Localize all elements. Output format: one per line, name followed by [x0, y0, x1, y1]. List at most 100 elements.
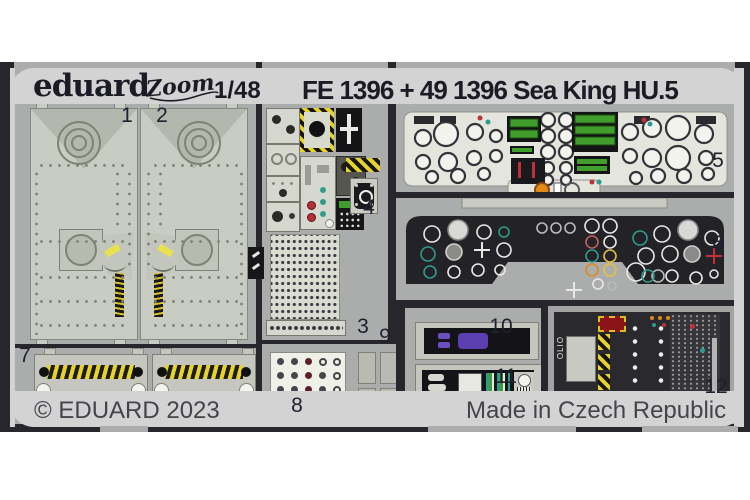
part-8-plate	[270, 352, 346, 396]
coaming-panel-svg	[406, 198, 724, 298]
pe-detail	[251, 250, 261, 259]
placard	[566, 336, 596, 382]
pe-detail	[71, 135, 87, 151]
pe-detail	[241, 367, 251, 377]
pe-detail	[355, 184, 358, 187]
header-band	[10, 68, 744, 104]
pe-detail	[642, 426, 738, 432]
pe-detail	[100, 426, 148, 432]
pe-detail	[157, 367, 167, 377]
rivet-column	[127, 169, 132, 269]
access-plate	[175, 229, 219, 271]
rivet-row	[37, 323, 129, 328]
scale-label: 1/48	[214, 77, 261, 104]
pe-detail	[309, 121, 325, 137]
pe-detail	[333, 358, 341, 366]
strip-10	[415, 322, 539, 360]
pe-detail	[517, 387, 531, 393]
pe-detail	[279, 189, 287, 197]
rivet-row	[149, 299, 241, 304]
teal-button	[320, 211, 326, 217]
trim-panel	[336, 108, 362, 152]
perforated-panel	[270, 234, 340, 320]
teal-button	[320, 187, 326, 193]
hazard-strip	[346, 158, 380, 172]
rivet-row	[37, 163, 129, 168]
white-button	[325, 219, 334, 228]
product-title: FE 1396 + 49 1396 Sea King HU.5	[302, 75, 679, 105]
rivet-column	[146, 169, 151, 269]
instrument-panel-svg	[403, 111, 728, 192]
left-rail	[10, 68, 15, 427]
pe-detail	[650, 316, 654, 320]
part-label-3: 3	[357, 315, 369, 338]
pe-detail	[291, 386, 298, 393]
photo-fret-5	[396, 62, 735, 192]
sonar-panel-1	[30, 108, 138, 340]
pe-detail	[652, 323, 656, 327]
pe-detail	[157, 244, 173, 258]
pe-detail	[319, 372, 326, 379]
pe-detail	[285, 153, 297, 165]
right-rail	[734, 68, 744, 427]
rivet-row	[37, 299, 129, 304]
pe-detail	[291, 358, 298, 365]
rivet-row	[37, 239, 129, 244]
instrument-box	[266, 108, 300, 144]
pe-detail	[428, 384, 446, 391]
pe-detail	[690, 324, 695, 329]
part-4-plate	[350, 178, 378, 214]
part-label-8: 8	[291, 394, 303, 417]
footer-band	[10, 391, 744, 427]
hazard-strip	[598, 334, 610, 350]
made-in-text: Made in Czech Republic	[466, 397, 727, 424]
part-label-9: 9	[379, 325, 391, 348]
pe-detail	[191, 135, 207, 151]
knob	[518, 374, 531, 387]
photo-fret-1-2	[14, 62, 256, 344]
rivet-row	[149, 163, 241, 168]
pe-detail	[39, 367, 49, 377]
pe-detail	[269, 181, 297, 186]
pe-detail	[152, 257, 174, 272]
pe-detail	[370, 203, 373, 206]
pe-detail	[424, 328, 530, 354]
rivet-column	[34, 169, 39, 335]
part-label-2: 2	[156, 104, 168, 127]
instrument-box	[266, 176, 300, 202]
pe-detail	[700, 348, 705, 353]
pe-detail	[272, 211, 283, 222]
part-9-bracket	[380, 352, 396, 384]
pe-detail	[319, 386, 326, 393]
pe-detail	[305, 165, 311, 185]
photo-fret-3	[262, 62, 388, 340]
pe-detail	[359, 190, 373, 204]
pe-detail	[305, 386, 312, 393]
pe-detail	[666, 316, 670, 320]
zoom-logo-text: Zoom	[144, 70, 216, 103]
copyright-text: © EDUARD 2023	[34, 397, 220, 424]
hazard-strip	[598, 374, 610, 390]
placard-text: OLIO	[556, 336, 565, 360]
pe-detail	[333, 372, 341, 380]
pe-detail	[251, 262, 261, 271]
keypad	[339, 211, 361, 227]
part-label-4: 4	[363, 196, 375, 219]
part-label-5: 5	[712, 149, 724, 172]
part-label-10: 10	[489, 315, 513, 338]
part-label-11: 11	[495, 365, 517, 388]
step-strip	[152, 354, 256, 398]
sonar-panel-2	[140, 108, 248, 340]
red-button	[307, 213, 316, 222]
pe-detail	[370, 184, 373, 187]
pe-detail	[104, 243, 121, 258]
purple-part	[458, 333, 488, 349]
step-strip	[34, 354, 148, 398]
pe-detail	[271, 153, 283, 165]
part-label-6: 6	[712, 232, 724, 255]
hazard-band	[165, 365, 243, 379]
part-label-7: 7	[19, 344, 31, 367]
pe-detail	[514, 372, 534, 394]
pe-detail	[355, 203, 358, 206]
